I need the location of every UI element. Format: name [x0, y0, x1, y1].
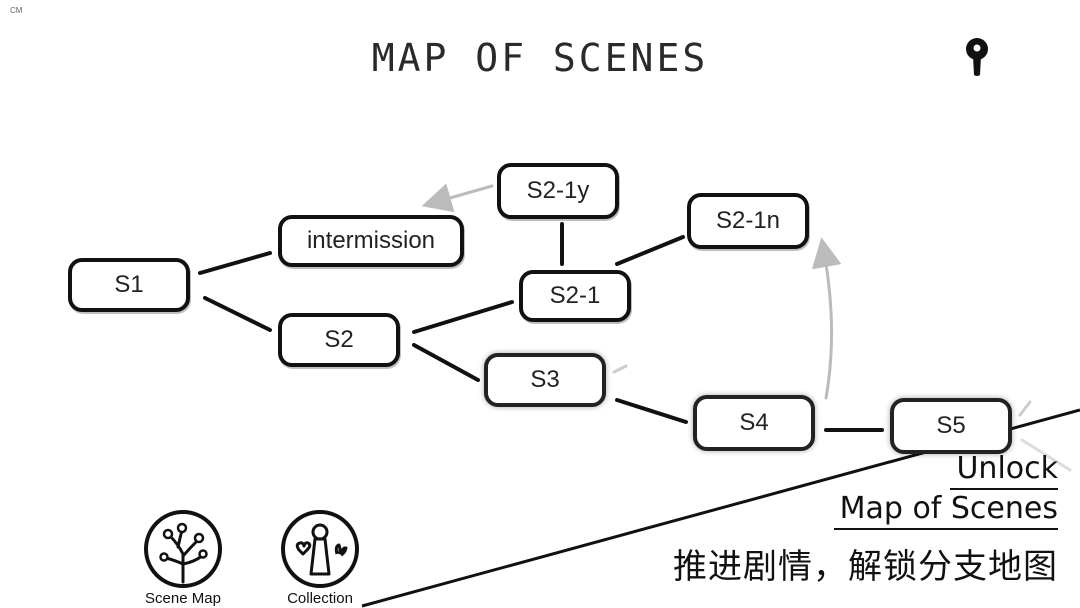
scene-node-s2-1[interactable]: S2-1 [519, 270, 631, 322]
arrow-s4-s2-1n [811, 237, 842, 400]
arrow-s5-faded [1018, 400, 1032, 417]
collection-icon-circle [281, 510, 359, 588]
edge-s1-s2 [203, 296, 272, 332]
promo-chinese: 推进剧情，解锁分支地图 [673, 547, 1058, 587]
keyhole-icon [966, 38, 988, 76]
arrow-s3-faded [612, 364, 628, 374]
collection-label: Collection [287, 590, 353, 607]
edge-s2-1-s2-1n [615, 235, 685, 266]
hint-button[interactable] [962, 36, 992, 78]
edge-s2-s3 [412, 343, 480, 382]
corner-tag: CM [10, 6, 23, 15]
scene-map-label: Scene Map [145, 590, 221, 607]
edge-s2-s2-1 [412, 300, 514, 334]
arrow-s5-down-faded [1020, 438, 1072, 472]
figure-hearts-icon [295, 523, 348, 576]
scene-node-s2-1n[interactable]: S2-1n [687, 193, 809, 249]
scene-node-s3[interactable]: S3 [484, 353, 606, 407]
page-title: MAP OF SCENES [371, 36, 709, 80]
arrow-s2-1y-back [421, 183, 494, 213]
scene-node-s1[interactable]: S1 [68, 258, 190, 312]
scene-node-s4[interactable]: S4 [693, 395, 815, 451]
scene-node-s2-1y[interactable]: S2-1y [497, 163, 619, 219]
collection-button[interactable]: Collection [265, 510, 375, 607]
scene-map-button[interactable]: Scene Map [128, 510, 238, 607]
promo-unlock: Unlock [950, 450, 1058, 490]
scene-node-intermission[interactable]: intermission [278, 215, 464, 267]
promo-map-of-scenes: Map of Scenes [833, 490, 1058, 530]
tree-branch-icon [159, 522, 208, 584]
scene-node-s5[interactable]: S5 [890, 398, 1012, 454]
edge-s1-intermission [198, 251, 272, 275]
scene-map-icon-circle [144, 510, 222, 588]
edge-s3-s4 [615, 398, 688, 424]
scene-node-s2[interactable]: S2 [278, 313, 400, 367]
